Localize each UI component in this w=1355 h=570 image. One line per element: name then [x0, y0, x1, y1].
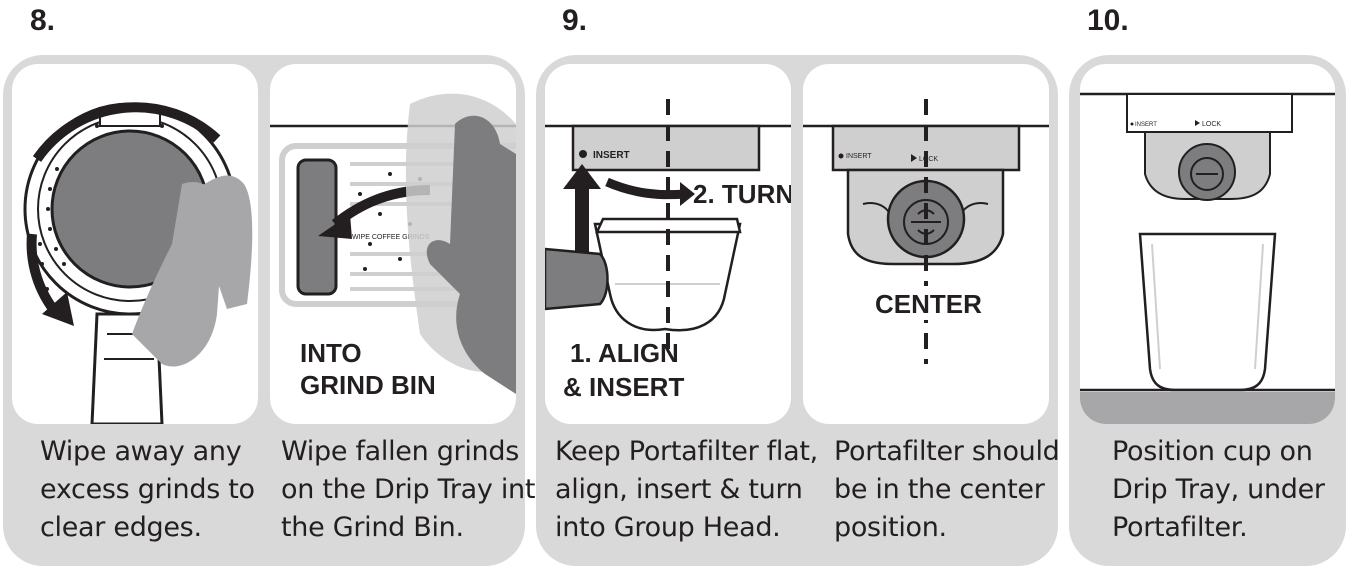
step-8-number: 8.	[30, 4, 56, 37]
step-9a-caption: Keep Portafilter flat, align, insert & t…	[555, 436, 818, 543]
portafilter-center-image: INSERT LOCK CENTER	[803, 99, 1049, 364]
step-8b-caption: Wipe fallen grinds on the Drip Tray into…	[281, 436, 552, 543]
step-10-caption: Position cup on Drip Tray, under Portafi…	[1112, 436, 1325, 543]
align-insert-illustration: INSERT 2. TURN 1. ALIGN & INSERT	[545, 64, 791, 424]
step-10-group: INSERT LOCK Position cup on Drip Tray, u…	[1069, 55, 1346, 566]
step-8-group: WIPE COFFEE GRINDS INTO GRIND BIN Wipe a…	[3, 55, 552, 566]
into-label: INTO	[300, 338, 362, 368]
cup-position-illustration: INSERT LOCK	[1080, 64, 1335, 424]
lock-marker-label: LOCK	[1202, 121, 1221, 128]
insert-marker-label: INSERT	[1135, 122, 1157, 128]
step-10-number: 10.	[1087, 4, 1129, 37]
turn-label: 2. TURN	[693, 179, 791, 209]
cup-under-portafilter-image: INSERT LOCK	[1080, 92, 1335, 424]
insert-label: INSERT	[593, 150, 630, 161]
insert-step-label: & INSERT	[563, 372, 684, 402]
step-9-number: 9.	[562, 4, 588, 37]
grind-bin-illustration: WIPE COFFEE GRINDS INTO GRIND BIN	[270, 64, 516, 424]
center-label: CENTER	[875, 289, 982, 319]
step-9b-caption: Portafilter should be in the center posi…	[834, 436, 1060, 543]
step-9-group: INSERT 2. TURN 1. ALIGN & INSERT INSE	[536, 55, 1060, 566]
drip-tray-image: WIPE COFFEE GRINDS INTO GRIND BIN	[270, 93, 516, 400]
lock-marker-label: LOCK	[919, 156, 938, 163]
insert-marker-label: INSERT	[846, 153, 872, 160]
portafilter-top-view-image	[23, 102, 253, 424]
portafilter-insert-image: INSERT 2. TURN 1. ALIGN & INSERT	[545, 99, 791, 402]
grind-bin-label: GRIND BIN	[300, 370, 436, 400]
portafilter-wipe-illustration	[12, 64, 258, 424]
align-label: 1. ALIGN	[570, 338, 679, 368]
center-illustration: INSERT LOCK CENTER	[803, 64, 1049, 424]
tray-label: WIPE COFFEE GRINDS	[352, 234, 430, 241]
step-8a-caption: Wipe away any excess grinds to clear edg…	[40, 436, 255, 543]
